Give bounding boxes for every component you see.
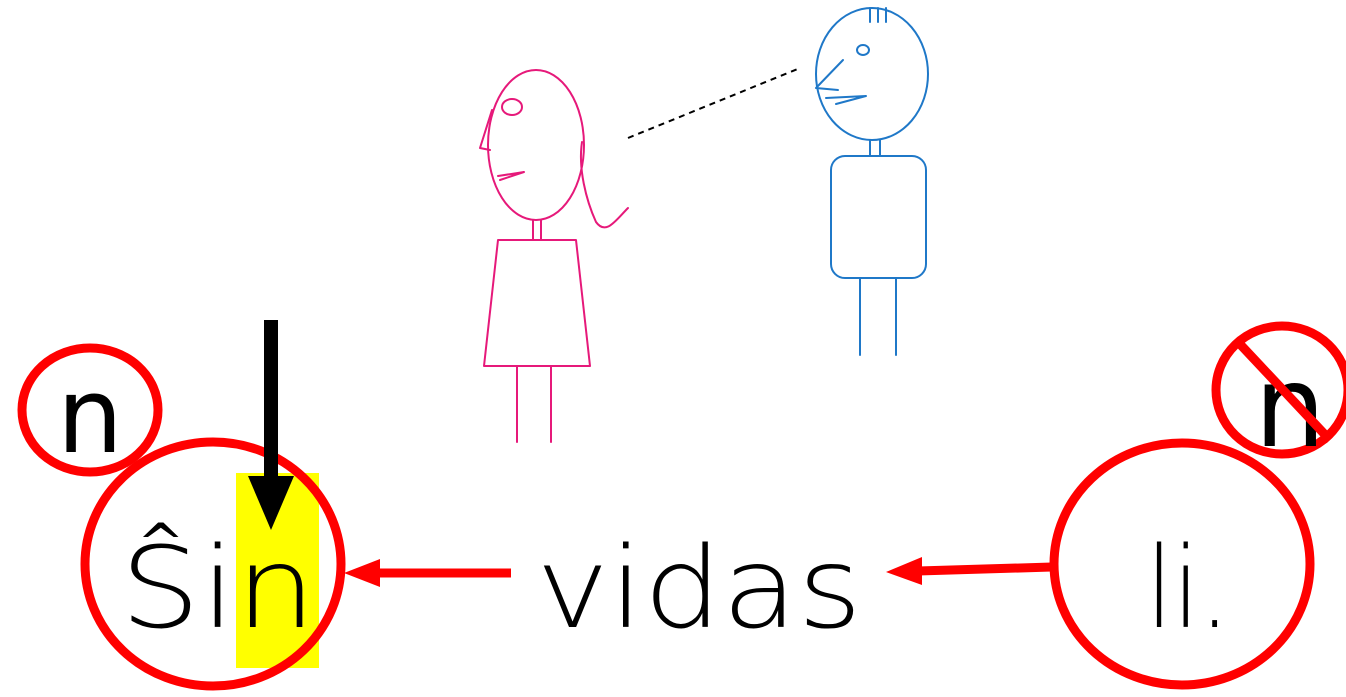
female-dress: [483, 239, 591, 367]
down-arrow-head: [248, 476, 294, 530]
female-figure: [479, 69, 629, 443]
female-mouth: [497, 171, 525, 181]
removed-n-strike: [1234, 338, 1334, 444]
arrow-object-to-verb-head: [886, 557, 922, 585]
subject-circle: [80, 437, 346, 691]
object-circle: [1049, 438, 1315, 690]
male-nose: [815, 59, 844, 91]
gaze-line: [627, 67, 801, 139]
subject-word: Ŝin: [120, 523, 316, 654]
male-eye: [856, 44, 870, 56]
removed-n-marker: n: [1255, 343, 1326, 473]
male-body: [830, 155, 927, 279]
female-hair: [579, 141, 629, 229]
male-mouth: [825, 95, 867, 105]
female-head: [487, 69, 585, 221]
object-word: li.: [1146, 524, 1230, 654]
male-figure: [815, 7, 929, 356]
female-eye: [501, 98, 523, 116]
female-nose: [479, 109, 493, 151]
arrow-verb-to-subject-head: [344, 559, 380, 587]
removed-n-circle: [1211, 321, 1346, 459]
male-head: [815, 7, 929, 141]
verb-word: vidas: [536, 524, 862, 654]
added-n-circle: [17, 343, 163, 477]
arrow-object-to-verb-shaft: [917, 562, 1053, 576]
added-n-marker: n: [57, 355, 123, 477]
